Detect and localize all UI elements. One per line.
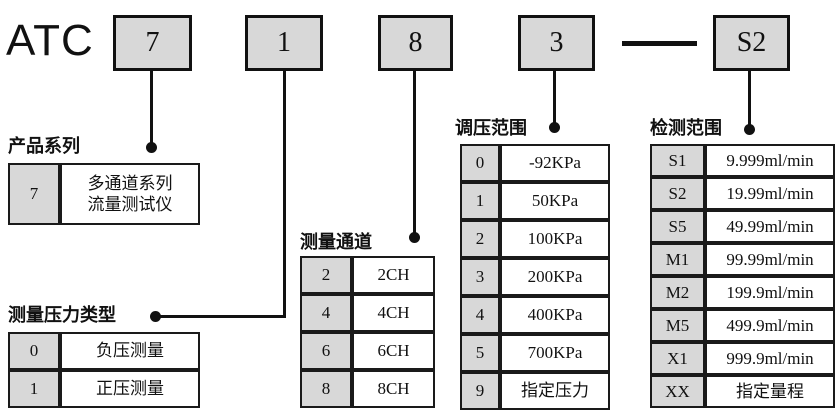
table-row: 7 多通道系列 流量测试仪 [8, 163, 200, 225]
row-code: S2 [650, 177, 705, 210]
section-label-product-series: 产品系列 [8, 136, 80, 156]
row-code: 9 [460, 372, 500, 410]
table-row: 1 正压测量 [8, 370, 200, 408]
row-code: S1 [650, 144, 705, 177]
connector-dot-pressure-type [150, 311, 161, 322]
table-row: 2 100KPa [460, 220, 610, 258]
table-row: M5 499.9ml/min [650, 309, 835, 342]
row-desc: -92KPa [500, 144, 610, 182]
brand-prefix: ATC [6, 16, 94, 65]
row-code: 7 [8, 163, 60, 225]
connector-line-pressure-range [553, 69, 556, 129]
code-box-pressure-type-value: 1 [277, 27, 291, 58]
row-code: M2 [650, 276, 705, 309]
row-desc: 100KPa [500, 220, 610, 258]
code-box-detection-range: S2 [713, 15, 790, 71]
connector-line-pressure-type-horizontal [158, 315, 286, 318]
connector-dot-pressure-range [549, 122, 560, 133]
table-row: 8 8CH [300, 370, 435, 408]
table-row: M1 99.99ml/min [650, 243, 835, 276]
connector-dot-detection-range [744, 124, 755, 135]
code-box-pressure-type: 1 [245, 15, 323, 71]
row-code: XX [650, 375, 705, 408]
table-row: 1 50KPa [460, 182, 610, 220]
connector-line-detection-range [748, 69, 751, 131]
row-code: 3 [460, 258, 500, 296]
section-label-channels: 测量通道 [300, 232, 372, 252]
table-row: XX 指定量程 [650, 375, 835, 408]
table-row: 4 4CH [300, 294, 435, 332]
table-row: S5 49.99ml/min [650, 210, 835, 243]
row-desc: 19.99ml/min [705, 177, 835, 210]
row-code: 2 [460, 220, 500, 258]
row-code: 0 [8, 332, 60, 370]
detection-range-table: S1 9.999ml/min S2 19.99ml/min S5 49.99ml… [650, 144, 835, 408]
row-desc: 指定压力 [500, 372, 610, 410]
row-code: 6 [300, 332, 352, 370]
row-code: 1 [460, 182, 500, 220]
section-label-detection-range: 检测范围 [650, 118, 722, 138]
code-box-series-value: 7 [145, 27, 160, 58]
code-box-pressure-range: 3 [518, 15, 595, 71]
table-row: 2 2CH [300, 256, 435, 294]
row-code: M5 [650, 309, 705, 342]
row-desc: 正压测量 [60, 370, 200, 408]
row-code: S5 [650, 210, 705, 243]
row-code: 2 [300, 256, 352, 294]
section-label-pressure-type: 测量压力类型 [8, 305, 116, 325]
row-code: 5 [460, 334, 500, 372]
row-code: 4 [300, 294, 352, 332]
code-box-channels-value: 8 [408, 27, 423, 58]
row-desc: 400KPa [500, 296, 610, 334]
row-desc: 6CH [352, 332, 435, 370]
table-row: 5 700KPa [460, 334, 610, 372]
code-box-channels: 8 [378, 15, 453, 71]
row-desc: 999.9ml/min [705, 342, 835, 375]
row-desc: 2CH [352, 256, 435, 294]
table-row: M2 199.9ml/min [650, 276, 835, 309]
connector-dot-series [146, 142, 157, 153]
connector-line-channels [413, 69, 416, 240]
row-desc: 指定量程 [705, 375, 835, 408]
row-desc: 50KPa [500, 182, 610, 220]
product-series-table: 7 多通道系列 流量测试仪 [8, 163, 200, 225]
row-desc: 8CH [352, 370, 435, 408]
row-desc: 负压测量 [60, 332, 200, 370]
table-row: 3 200KPa [460, 258, 610, 296]
row-desc: 9.999ml/min [705, 144, 835, 177]
table-row: 0 -92KPa [460, 144, 610, 182]
row-desc: 99.99ml/min [705, 243, 835, 276]
section-label-pressure-range: 调压范围 [455, 118, 527, 138]
table-row: 0 负压测量 [8, 332, 200, 370]
row-code: 4 [460, 296, 500, 334]
row-desc: 4CH [352, 294, 435, 332]
row-desc: 多通道系列 流量测试仪 [60, 163, 200, 225]
row-desc: 700KPa [500, 334, 610, 372]
connector-line-series [150, 69, 153, 149]
row-desc: 499.9ml/min [705, 309, 835, 342]
table-row: 4 400KPa [460, 296, 610, 334]
row-code: X1 [650, 342, 705, 375]
channels-table: 2 2CH 4 4CH 6 6CH 8 8CH [300, 256, 435, 408]
row-code: 1 [8, 370, 60, 408]
table-row: S1 9.999ml/min [650, 144, 835, 177]
pressure-type-table: 0 负压测量 1 正压测量 [8, 332, 200, 408]
row-code: M1 [650, 243, 705, 276]
code-box-detection-range-value: S2 [736, 27, 767, 58]
table-row: 9 指定压力 [460, 372, 610, 410]
table-row: X1 999.9ml/min [650, 342, 835, 375]
code-box-series: 7 [113, 15, 192, 71]
row-desc: 49.99ml/min [705, 210, 835, 243]
table-row: 6 6CH [300, 332, 435, 370]
code-box-pressure-range-value: 3 [549, 27, 564, 58]
dash-separator-icon [622, 41, 697, 46]
row-code: 0 [460, 144, 500, 182]
pressure-range-table: 0 -92KPa 1 50KPa 2 100KPa 3 200KPa 4 400… [460, 144, 610, 410]
row-desc: 199.9ml/min [705, 276, 835, 309]
connector-dot-channels [409, 232, 420, 243]
row-code: 8 [300, 370, 352, 408]
table-row: S2 19.99ml/min [650, 177, 835, 210]
row-desc: 200KPa [500, 258, 610, 296]
connector-line-pressure-type-vertical [283, 69, 286, 318]
